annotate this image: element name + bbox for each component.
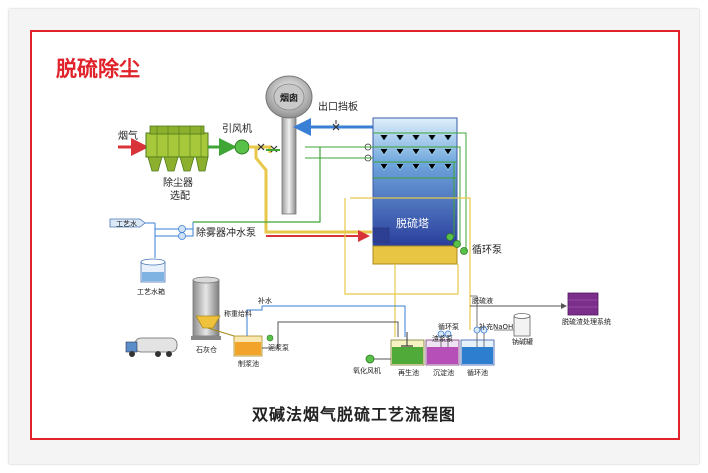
tank-pumps: [437, 295, 488, 347]
demister-pumps: [155, 222, 194, 240]
regen-tank: [390, 332, 425, 366]
label-optional: 选配: [170, 189, 190, 202]
make-water-branch: [246, 306, 263, 336]
weigh-feeder-icon: [195, 315, 221, 329]
label-circ-tank: 循环池: [467, 368, 488, 377]
circulation-pumps: [446, 132, 468, 255]
label-outlet-baffle: 出口挡板: [318, 100, 358, 113]
label-slag-system: 脱硫渣处理系统: [562, 317, 611, 326]
tower-bleed-pipe: [350, 197, 471, 330]
page-title: 脱硫除尘: [56, 57, 140, 81]
lime-truck: [125, 337, 178, 357]
fan-valve-icon: [257, 143, 265, 151]
label-flue-gas: 烟气: [118, 129, 138, 142]
label-desulf-liquid: 脱硫液: [472, 296, 493, 305]
make-water-pipe: [262, 305, 406, 337]
label-alkali-tank: 钠碱罐: [512, 337, 533, 346]
slurry-tank: [233, 335, 263, 357]
label-weigh-feeder: 称重给料: [224, 309, 252, 318]
outlet-baffle-valve-icon: [332, 123, 340, 131]
label-naoh: 补充NaOH: [479, 322, 513, 331]
slurry-feed-pipe: [262, 321, 399, 349]
label-oxid-fan: 氧化风机: [353, 366, 381, 375]
label-dust-collector: 除尘器: [163, 176, 193, 189]
label-process-water: 工艺水: [116, 219, 137, 228]
desulfurization-tower: [372, 117, 458, 265]
label-slurry-tank: 制浆池: [238, 359, 259, 368]
gas-pipe-to-tower: [249, 145, 372, 234]
feeder-chute: [207, 327, 235, 337]
induced-fan-icon: [234, 139, 250, 155]
demister-valves: [305, 143, 373, 162]
label-slurry-pump: 泥浆泵: [268, 343, 289, 352]
label-induced-fan: 引风机: [222, 122, 252, 135]
process-water-tank: [140, 258, 166, 283]
settle-tank: [425, 339, 460, 366]
label-settle-tank: 沉淀池: [433, 368, 454, 377]
demister-water-pipe: [193, 147, 321, 223]
label-slag-pump: 渣浆泵: [432, 334, 453, 343]
alkali-tank: [513, 313, 531, 337]
label-tower: 脱硫塔: [396, 216, 429, 230]
dust-collector: [145, 125, 209, 172]
label-demister-pump: 除雾器冲水泵: [196, 226, 256, 239]
chimney: [265, 75, 313, 215]
label-regen-tank: 再生池: [398, 368, 419, 377]
label-chimney: 烟囱: [280, 92, 298, 104]
oxidation-fan-icon: [365, 354, 375, 364]
diagram-caption: 双碱法烟气脱硫工艺流程图: [251, 405, 456, 424]
slurry-pump-icon: [266, 334, 274, 342]
circ-tank: [460, 339, 495, 366]
label-make-water: 补水: [258, 296, 272, 305]
label-circ-pump2: 循环泵: [438, 322, 459, 331]
label-process-water-tank: 工艺水箱: [137, 287, 165, 296]
tower-drain-pipe: [344, 198, 459, 295]
label-circ-pump: 循环泵: [472, 243, 502, 256]
label-lime-silo: 石灰仓: [196, 345, 217, 354]
slag-treatment-box: [567, 292, 599, 316]
